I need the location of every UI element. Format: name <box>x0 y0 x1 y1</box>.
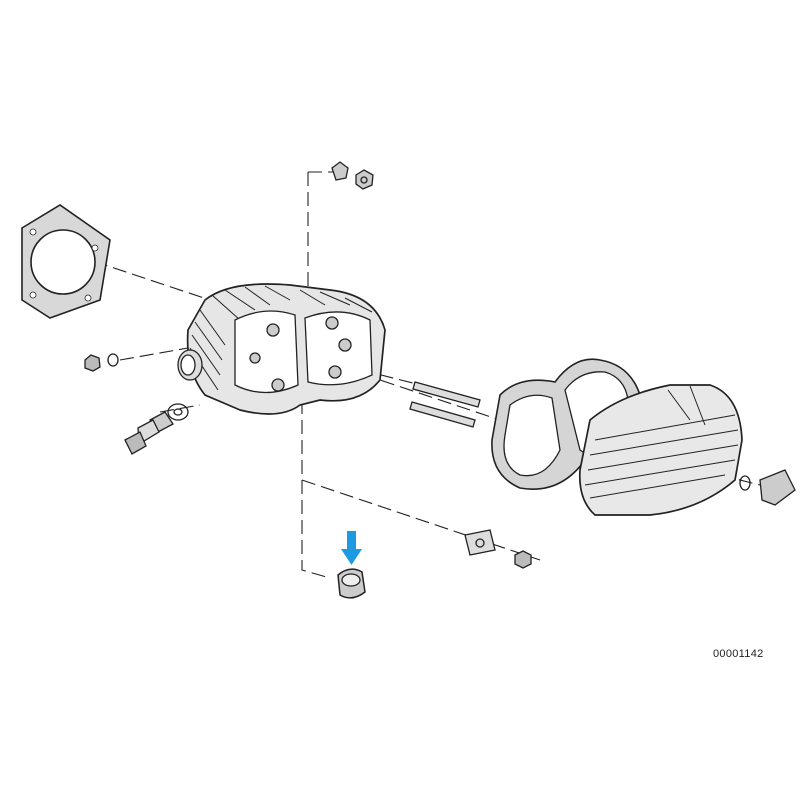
oil-fitting-bolt <box>124 403 189 455</box>
nut-left <box>84 353 119 372</box>
cylinder-head <box>177 283 386 415</box>
cap-nut-right <box>739 469 796 506</box>
highlight-arrow-icon <box>341 531 362 565</box>
part-number-label: 00001142 <box>713 648 764 660</box>
nut-top-right <box>355 169 374 190</box>
studs <box>409 381 481 428</box>
nut-small <box>514 550 532 569</box>
cylinder-head-gasket <box>21 204 111 319</box>
clamp <box>464 529 496 556</box>
highlighted-cap-nut <box>337 568 366 599</box>
assembly-lines <box>74 171 761 579</box>
nut-top-left <box>331 161 349 181</box>
valve-cover <box>578 384 743 516</box>
